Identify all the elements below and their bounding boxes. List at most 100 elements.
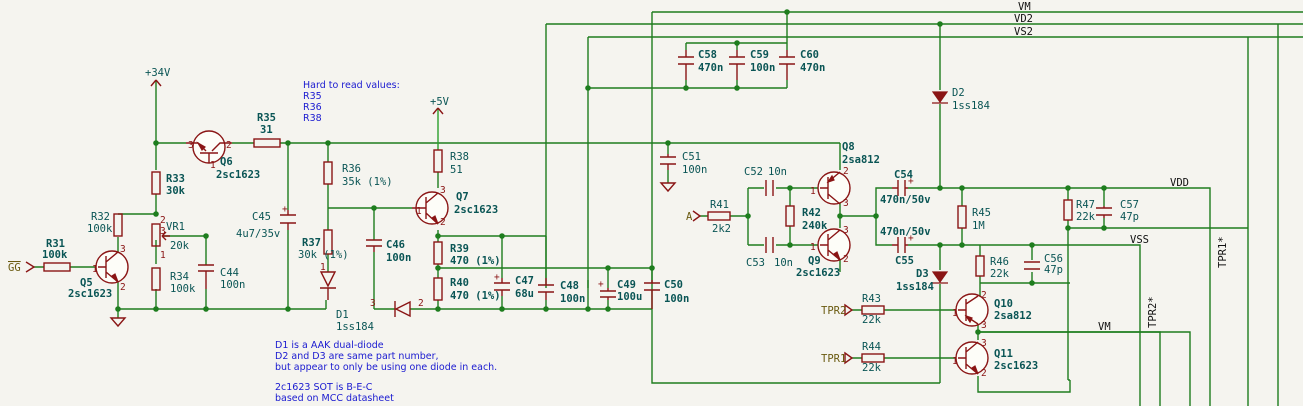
- c60-plates: [779, 50, 795, 80]
- pin-q9-2: 2: [843, 254, 849, 265]
- pin-q5-2: 2: [120, 282, 126, 293]
- note-sot-2: based on MCC datasheet: [275, 393, 394, 404]
- note-d-1: D1 is a AAK dual-diode: [275, 340, 384, 351]
- val-r45: 1M: [972, 220, 985, 232]
- ref-d2: D2: [952, 87, 965, 99]
- r41-body: [707, 211, 731, 221]
- pin-q11-3: 3: [981, 338, 987, 349]
- r31-body: [43, 262, 71, 272]
- r35-body: [253, 138, 281, 148]
- val-c54: 470n/50v: [880, 194, 931, 206]
- wire-vm-low: [978, 331, 1161, 406]
- tpr1-flag: [844, 351, 854, 365]
- val-q5: 2sc1623: [68, 288, 112, 300]
- wire-vm-left: [651, 12, 940, 384]
- wire-q5: [34, 213, 156, 318]
- net-vm-low: VM: [1098, 321, 1111, 333]
- q5-symbol: [95, 250, 129, 284]
- svg-text:+: +: [282, 204, 288, 215]
- pin-vr1-2: 2: [160, 215, 166, 226]
- capacitors: + + + + +: [198, 50, 1112, 309]
- note-hard-2: R36: [303, 102, 322, 113]
- val-c50: 100n: [664, 293, 689, 305]
- svg-text:+: +: [598, 279, 604, 290]
- net-34v: +34V: [145, 67, 171, 79]
- ref-c48: C48: [560, 280, 579, 292]
- net-vs2: VS2: [1014, 26, 1033, 38]
- pin-d1-2: 2: [418, 298, 424, 309]
- ref-r40: R40: [450, 277, 469, 289]
- val-d3: 1ss184: [896, 281, 934, 293]
- r34-body: [151, 267, 161, 291]
- ref-c60: C60: [800, 49, 819, 61]
- wire-a-in: [700, 188, 749, 245]
- ref-q10: Q10: [994, 298, 1013, 310]
- pin-d1-3: 3: [370, 298, 376, 309]
- pin-q7-1: 1: [416, 206, 422, 217]
- tpr2-flag: [844, 303, 854, 317]
- val-q9: 2sc1623: [796, 267, 840, 279]
- ref-c45: C45: [252, 211, 271, 223]
- ref-q11: Q11: [994, 348, 1013, 360]
- val-c47: 68u: [515, 288, 534, 300]
- q11-symbol: [955, 341, 989, 375]
- val-q8: 2sa812: [842, 154, 880, 166]
- wire-d2: [908, 24, 1211, 406]
- ref-q5: Q5: [80, 277, 93, 289]
- r40-body: [433, 277, 443, 301]
- val-c58: 470n: [698, 62, 723, 74]
- d3-body: [931, 271, 949, 284]
- ref-c52: C52: [744, 166, 763, 178]
- net-vm-top: VM: [1018, 1, 1031, 13]
- val-d2: 1ss184: [952, 100, 990, 112]
- c52-plates: [765, 180, 774, 196]
- val-r44: 22k: [862, 362, 882, 374]
- vr1-body: [151, 223, 161, 247]
- ref-c59: C59: [750, 49, 769, 61]
- r46-body: [975, 255, 985, 277]
- p34-arrow: [150, 79, 162, 87]
- pin-q9-3: 3: [843, 225, 849, 236]
- ref-c49: C49: [617, 279, 636, 291]
- ref-c47: C47: [515, 275, 534, 287]
- notes: Hard to read values: R35 R36 R38 D1 is a…: [275, 80, 497, 404]
- r32-body: [113, 213, 123, 237]
- net-vdd: VDD: [1170, 177, 1189, 189]
- val-c57: 47p: [1120, 211, 1139, 223]
- c46-plates: [366, 239, 382, 252]
- val-r41: 2k2: [712, 223, 731, 235]
- ref-r45: R45: [972, 207, 991, 219]
- wires: [34, 11, 1303, 406]
- val-c59: 100n: [750, 62, 775, 74]
- transistors: [95, 130, 989, 375]
- note-d-2: D2 and D3 are same part number,: [275, 351, 439, 362]
- val-d1: 1ss184: [336, 321, 374, 333]
- pin-q11-1: 1: [952, 356, 958, 367]
- pin-q10-2: 2: [981, 290, 987, 301]
- val-c49: 100u: [617, 291, 642, 303]
- val-r43: 22k: [862, 314, 882, 326]
- net-vd2: VD2: [1014, 13, 1033, 25]
- wire-c55: [908, 244, 1141, 406]
- val-c52: 10n: [768, 166, 787, 178]
- pin-q10-3: 3: [981, 320, 987, 331]
- val-q7: 2sc1623: [454, 204, 498, 216]
- ref-c54: C54: [894, 169, 913, 181]
- c44-plates: [198, 264, 214, 289]
- c53-plates: [765, 237, 774, 253]
- gg-flag: [25, 261, 36, 273]
- c56-plates: [1024, 261, 1040, 270]
- note-hard-1: R35: [303, 91, 322, 102]
- note-sot-1: 2c1623 SOT is B-E-C: [275, 382, 373, 393]
- ref-r47: R47: [1076, 199, 1095, 211]
- val-r32: 100k: [87, 223, 113, 235]
- ref-r43: R43: [862, 293, 881, 305]
- val-c51: 100n: [682, 164, 707, 176]
- ref-q7: Q7: [456, 191, 469, 203]
- pin-vr1-1: 1: [160, 250, 166, 261]
- component-labels: R31 100k R32 100k R33 30k VR1 20k R34 10…: [42, 49, 1139, 374]
- svg-text:+: +: [908, 176, 914, 187]
- ref-r32: R32: [91, 211, 110, 223]
- note-d-3: but appear to only be using one diode in…: [275, 362, 497, 373]
